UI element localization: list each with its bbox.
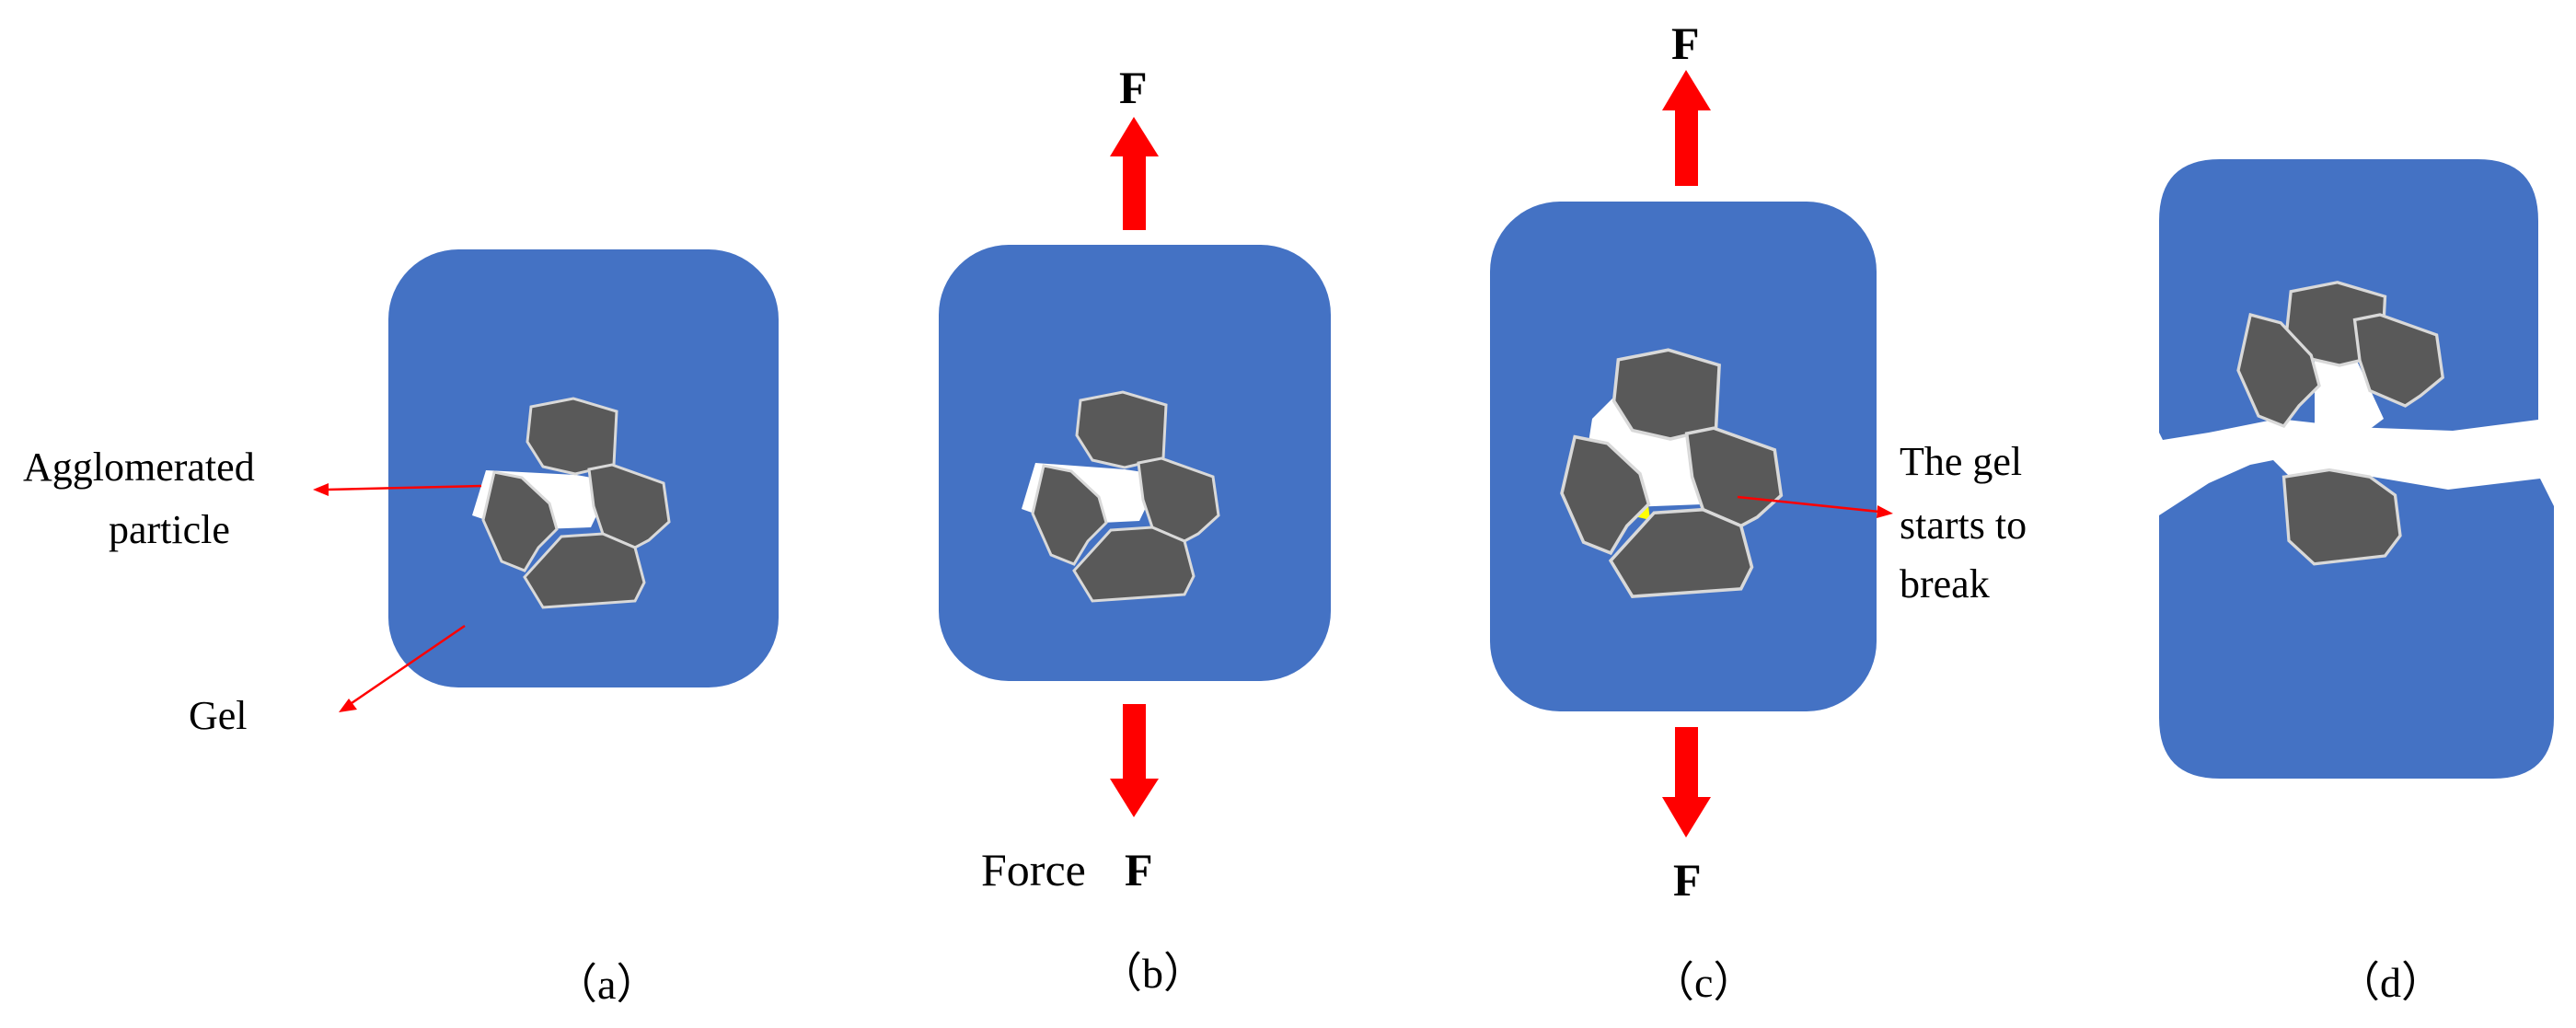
panel-b: F Force F （b） <box>939 62 1331 997</box>
force-arrow-up <box>1110 117 1159 230</box>
gel-label: Gel <box>189 693 248 738</box>
panel-c: F F The gel starts to break （c） <box>1490 17 2027 1006</box>
force-arrow-up <box>1662 70 1711 186</box>
gel-break-label-line3: break <box>1900 561 1990 606</box>
panel-a: Agglomerated particle Gel （a） <box>23 249 779 1008</box>
panel-d: （d） <box>2159 159 2554 1006</box>
agglomerated-particle-label-line2: particle <box>109 507 230 552</box>
force-symbol-bottom: F <box>1125 844 1153 895</box>
pointer-arrow-break <box>1737 495 1893 518</box>
pointer-arrow-gel <box>339 624 466 712</box>
gel-gap <box>2315 359 2384 433</box>
force-arrow-down <box>1662 727 1711 837</box>
panel-caption-d: （d） <box>2338 959 2443 1006</box>
gel-break-label-line2: starts to <box>1900 502 2027 548</box>
force-symbol-top: F <box>1119 62 1148 113</box>
gel-break-label-line1: The gel <box>1900 439 2022 484</box>
gel-lower-fragment <box>2159 460 2554 779</box>
force-symbol-bottom: F <box>1673 854 1702 906</box>
panel-caption-b: （b） <box>1100 950 1206 997</box>
agglomerated-particle-lower <box>2281 468 2402 566</box>
force-arrow-down <box>1110 704 1159 817</box>
pointer-arrow-particle <box>313 483 482 496</box>
force-label: Force <box>981 844 1086 895</box>
agglomerated-particle-label: Agglomerated <box>23 445 255 490</box>
panel-caption-c: （c） <box>1652 959 1755 1006</box>
panel-caption-a: （a） <box>555 961 658 1008</box>
force-symbol-top: F <box>1671 17 1700 69</box>
agglomerated-particle-upper <box>2236 281 2444 429</box>
